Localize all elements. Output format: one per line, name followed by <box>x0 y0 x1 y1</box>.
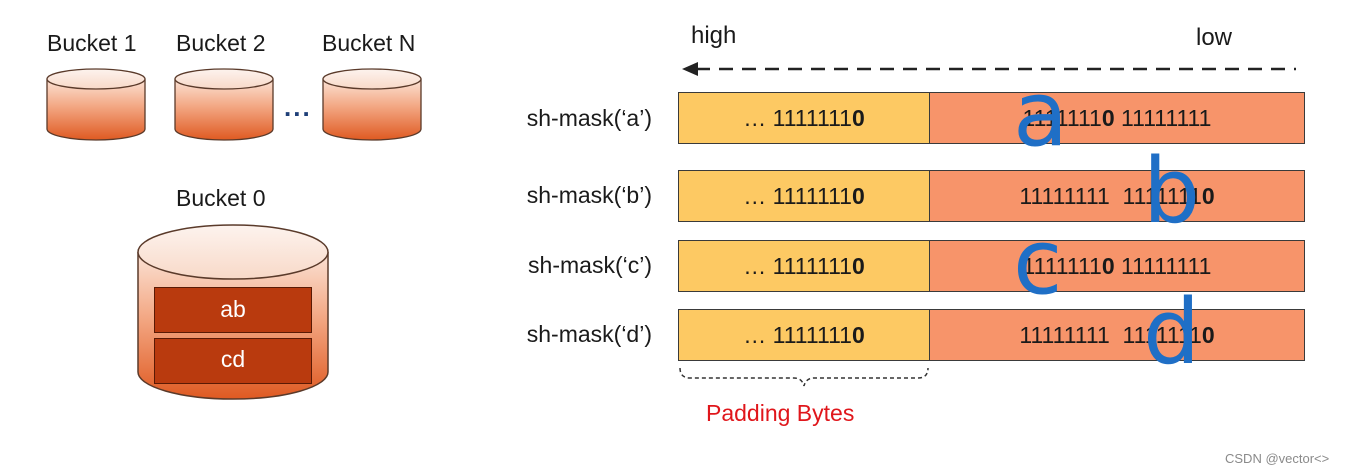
bucket-1-label: Bucket 1 <box>47 30 137 56</box>
axis-low-label: low <box>1196 24 1233 51</box>
bucket-1-cylinder <box>46 68 146 141</box>
row-label-c: sh-mask(‘c’) <box>528 252 652 278</box>
row-label-b: sh-mask(‘b’) <box>526 182 652 208</box>
overlay-letter-a: a <box>1013 62 1069 167</box>
overlay-letter-c: c <box>1013 210 1063 315</box>
bucket-n-label: Bucket N <box>322 30 416 56</box>
bucket-ellipsis: ... <box>284 92 312 122</box>
axis-high-label: high <box>691 22 737 49</box>
padding-brace <box>679 367 929 387</box>
bucket-n-cylinder <box>322 68 422 141</box>
padding-bytes-label: Padding Bytes <box>706 400 855 426</box>
direction-arrow <box>682 62 1296 76</box>
overlay-letter-d: d <box>1143 280 1201 385</box>
overlay-letter-b: b <box>1143 139 1201 244</box>
bucket-0-label: Bucket 0 <box>176 185 266 211</box>
bucket-item-ab: ab <box>154 287 312 333</box>
row-label-a: sh-mask(‘a’) <box>526 105 652 131</box>
bucket-2-label: Bucket 2 <box>176 30 266 56</box>
bucket-item-cd: cd <box>154 338 312 384</box>
watermark: CSDN @vector<> <box>1225 451 1330 466</box>
row-label-d: sh-mask(‘d’) <box>526 321 652 347</box>
bucket-2-cylinder <box>174 68 274 141</box>
